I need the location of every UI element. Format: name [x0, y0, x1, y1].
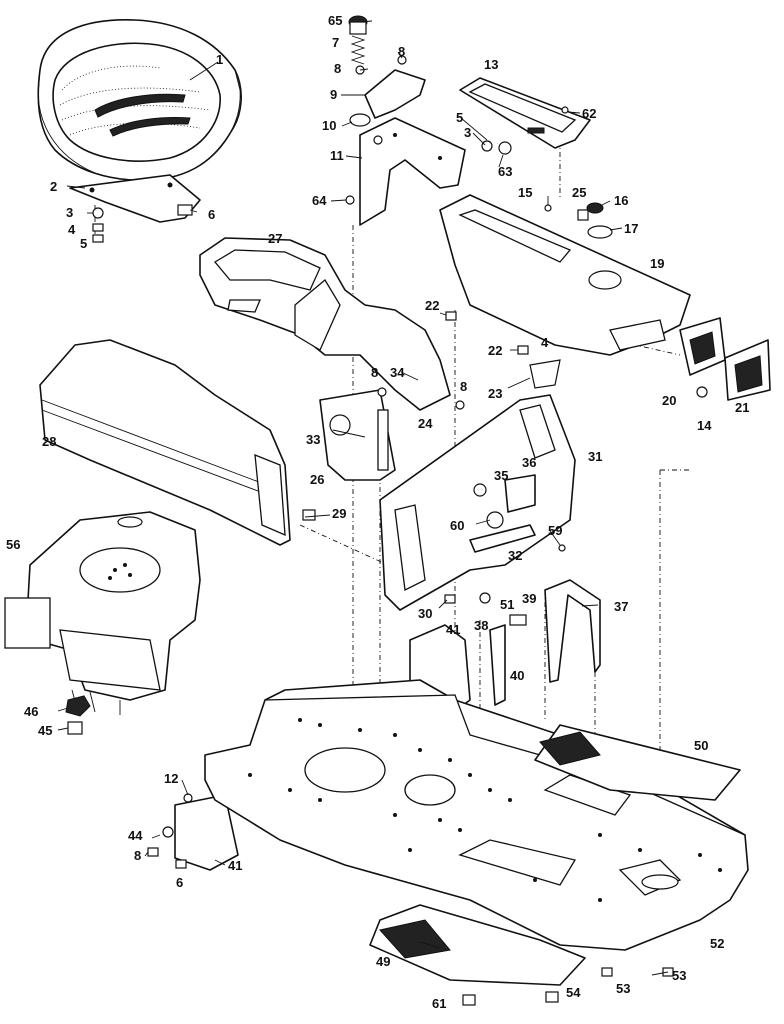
- callout-8: 8: [371, 365, 378, 380]
- fender: [199, 237, 451, 411]
- callout-41: 41: [228, 858, 242, 873]
- callout-62: 62: [582, 106, 596, 121]
- callout-19: 19: [650, 256, 664, 271]
- callout-35: 35: [494, 468, 508, 483]
- callout-25: 25: [572, 185, 586, 200]
- callout-13: 13: [484, 57, 498, 72]
- callout-21: 21: [735, 400, 749, 415]
- callout-6: 6: [208, 207, 215, 222]
- callout-3: 3: [464, 125, 471, 140]
- callout-30: 30: [418, 606, 432, 621]
- callout-11: 11: [330, 148, 344, 163]
- callout-54: 54: [566, 985, 581, 1000]
- callout-46: 46: [24, 704, 38, 719]
- dash-panel: [439, 194, 691, 356]
- engine: [4, 511, 201, 715]
- callout-9: 9: [330, 87, 337, 102]
- headlight-lenses: [679, 317, 771, 401]
- callout-53: 53: [672, 968, 686, 983]
- seat: [37, 18, 242, 182]
- callout-34: 34: [390, 365, 405, 380]
- callout-1: 1: [216, 52, 223, 67]
- seat-pan-bracket: [359, 117, 466, 226]
- callout-20: 20: [662, 393, 676, 408]
- fastener-hardware: [92, 106, 708, 1006]
- callout-31: 31: [588, 449, 602, 464]
- callout-28: 28: [42, 434, 56, 449]
- callout-29: 29: [332, 506, 346, 521]
- callout-4: 4: [541, 335, 549, 350]
- callout-16: 16: [614, 193, 628, 208]
- fender-plate: [459, 77, 591, 149]
- seat-bracket: [69, 174, 201, 223]
- callout-52: 52: [710, 936, 724, 951]
- callout-4: 4: [68, 222, 76, 237]
- callout-numbers: 65 7 8 8 9 10 1 13 62 5 3 63 11 2 3 6 4 …: [6, 13, 749, 1011]
- callout-12: 12: [164, 771, 178, 786]
- callout-50: 50: [694, 738, 708, 753]
- callout-26: 26: [310, 472, 324, 487]
- callout-8: 8: [398, 44, 405, 59]
- callout-8: 8: [334, 61, 341, 76]
- callout-8: 8: [460, 379, 467, 394]
- callout-44: 44: [128, 828, 143, 843]
- callout-15: 15: [518, 185, 532, 200]
- callout-6: 6: [176, 875, 183, 890]
- callout-64: 64: [312, 193, 327, 208]
- callout-27: 27: [268, 231, 282, 246]
- callout-10: 10: [322, 118, 336, 133]
- callout-24: 24: [418, 416, 433, 431]
- callout-33: 33: [306, 432, 320, 447]
- callout-40: 40: [510, 668, 524, 683]
- seat-spring: [348, 15, 368, 65]
- callout-32: 32: [508, 548, 522, 563]
- callout-36: 36: [522, 455, 536, 470]
- callout-65: 65: [328, 13, 342, 28]
- callout-14: 14: [697, 418, 712, 433]
- callout-22: 22: [488, 343, 502, 358]
- callout-7: 7: [332, 35, 339, 50]
- dash-lower: [379, 394, 576, 611]
- chassis-frame: [204, 679, 749, 951]
- callout-53: 53: [616, 981, 630, 996]
- callout-38: 38: [474, 618, 488, 633]
- callout-8: 8: [134, 848, 141, 863]
- key-switch: [577, 202, 613, 239]
- hood: [39, 339, 291, 546]
- callout-49: 49: [376, 954, 390, 969]
- callout-22: 22: [425, 298, 439, 313]
- leader-lines: [57, 20, 669, 976]
- callout-39: 39: [522, 591, 536, 606]
- footrest-mats: [369, 724, 741, 986]
- callout-45: 45: [38, 723, 52, 738]
- callout-23: 23: [488, 386, 502, 401]
- callout-63: 63: [498, 164, 512, 179]
- callout-5: 5: [456, 110, 463, 125]
- callout-37: 37: [614, 599, 628, 614]
- callout-59: 59: [548, 523, 562, 538]
- engine-pulley: [65, 695, 91, 735]
- callout-51: 51: [500, 597, 514, 612]
- callout-5: 5: [80, 236, 87, 251]
- callout-41: 41: [446, 622, 460, 637]
- callout-60: 60: [450, 518, 464, 533]
- callout-61: 61: [432, 996, 446, 1011]
- seat-hinge-bracket: [349, 55, 426, 127]
- callout-2: 2: [50, 179, 57, 194]
- callout-17: 17: [624, 221, 638, 236]
- callout-3: 3: [66, 205, 73, 220]
- callout-56: 56: [6, 537, 20, 552]
